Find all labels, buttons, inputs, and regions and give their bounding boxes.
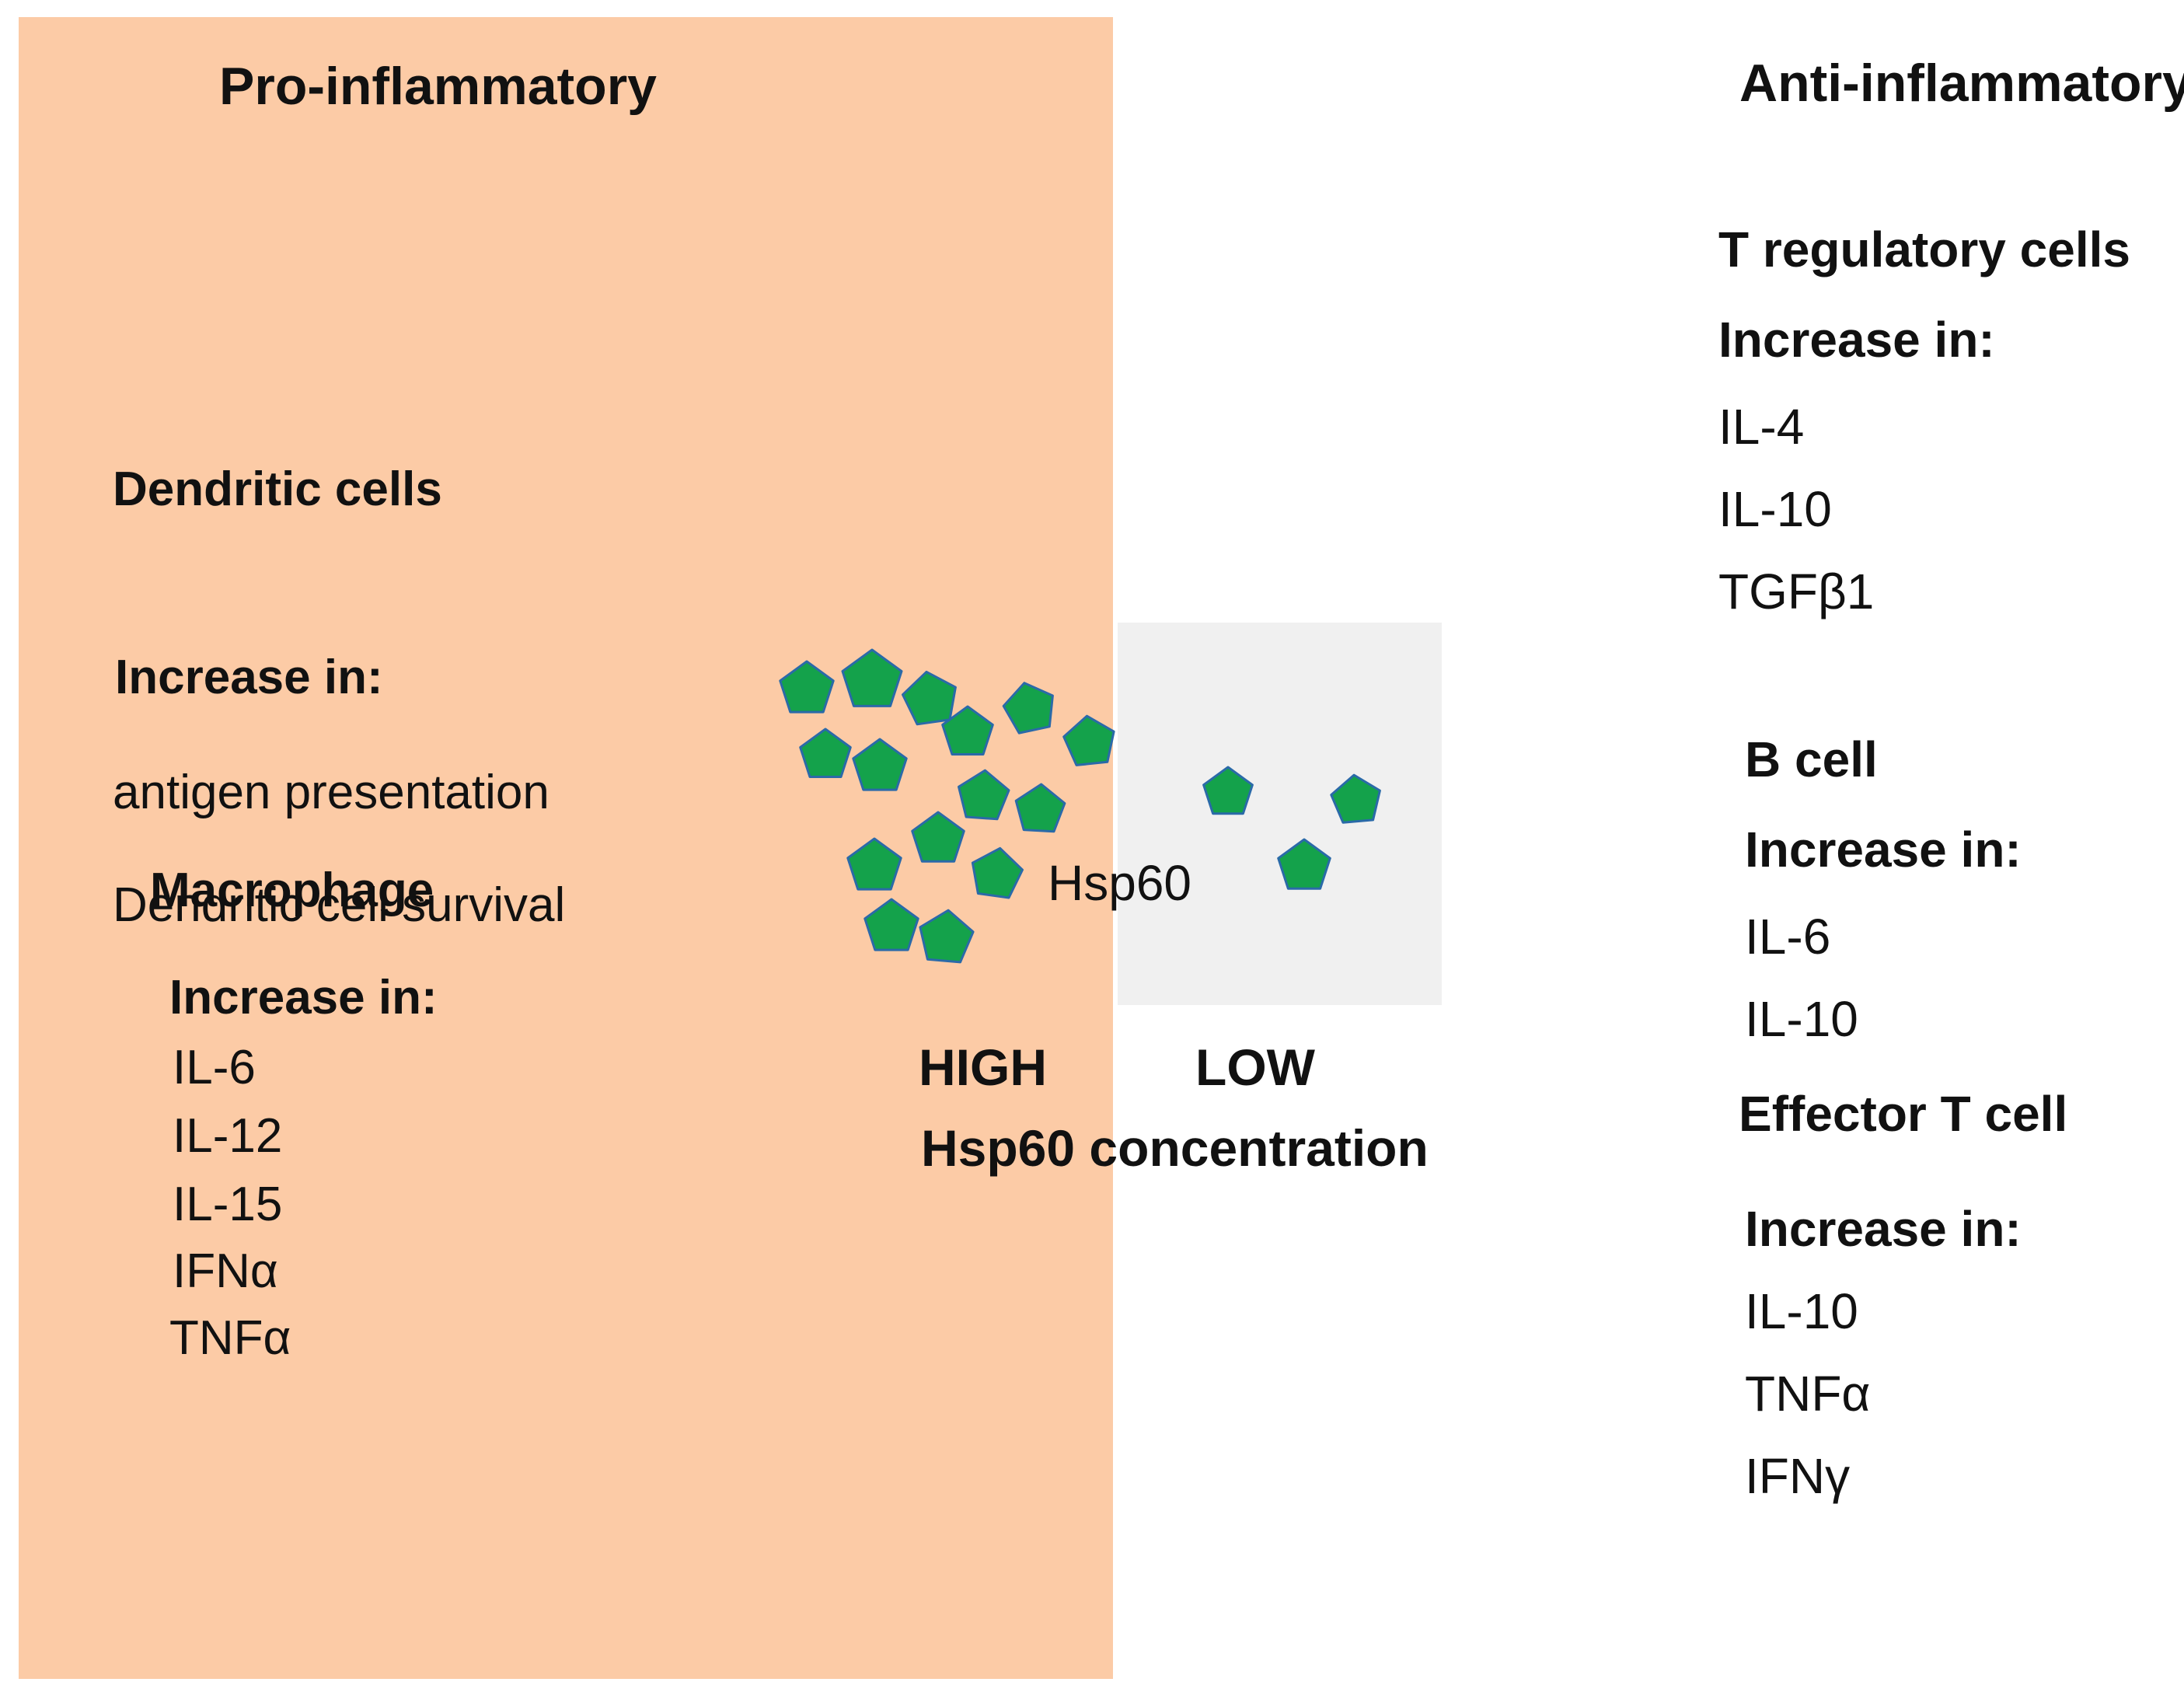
b-cell-item: IL-6 xyxy=(1745,909,1831,965)
macrophage-item: IL-6 xyxy=(173,1041,256,1094)
t-regulatory-item: IL-10 xyxy=(1718,481,1832,537)
effector-t-increase-label: Increase in: xyxy=(1745,1201,2022,1257)
hsp60-molecule-icon xyxy=(902,670,957,726)
hsp60-molecule-icon xyxy=(919,909,975,964)
hsp60-molecule-icon xyxy=(1062,714,1115,766)
hsp60-molecule-icon xyxy=(852,738,908,791)
dendritic-item: antigen presentation xyxy=(113,766,549,819)
hsp60-molecule-icon xyxy=(841,648,903,707)
b-cell-heading: B cell xyxy=(1745,731,1878,787)
low-concentration-label: LOW xyxy=(1195,1038,1315,1096)
hsp60-molecule-icon xyxy=(971,846,1024,899)
effector-t-heading: Effector T cell xyxy=(1739,1086,2068,1142)
high-concentration-label: HIGH xyxy=(919,1038,1047,1096)
dendritic-cells-heading: Dendritic cells xyxy=(113,462,442,516)
macrophage-item: TNFα xyxy=(169,1311,291,1365)
t-regulatory-item: IL-4 xyxy=(1718,399,1805,455)
hsp60-concentration-label: Hsp60 concentration xyxy=(921,1119,1429,1177)
dendritic-increase-label: Increase in: xyxy=(115,651,383,704)
b-cell-increase-label: Increase in: xyxy=(1745,822,2022,878)
hsp60-molecule-icon xyxy=(1330,773,1381,824)
hsp60-molecule-icon xyxy=(1014,783,1066,833)
macrophage-heading: Macrophage xyxy=(150,864,434,917)
effector-t-item: IL-10 xyxy=(1745,1283,1858,1339)
anti-inflammatory-title: Anti-inflammatory xyxy=(1739,54,2184,113)
macrophage-item: IFNα xyxy=(173,1244,278,1298)
hsp60-molecule-icon xyxy=(863,898,919,951)
hsp60-molecule-icon xyxy=(799,728,852,778)
hsp60-molecule-icon xyxy=(941,705,994,756)
macrophage-item: IL-15 xyxy=(173,1178,283,1231)
hsp60-molecule-icon xyxy=(846,837,902,891)
low-hsp60-box xyxy=(1118,623,1442,1005)
dendritic-item: Dendritic cell survival xyxy=(113,878,566,932)
effector-t-item: IFNγ xyxy=(1745,1448,1851,1504)
t-regulatory-heading: T regulatory cells xyxy=(1718,222,2130,277)
macrophage-increase-label: Increase in: xyxy=(169,971,438,1024)
t-regulatory-item: TGFβ1 xyxy=(1718,564,1875,619)
hsp60-molecule-icon xyxy=(1002,682,1054,735)
hsp60-low-cluster xyxy=(1202,766,1381,890)
effector-t-item: TNFα xyxy=(1745,1366,1871,1422)
hsp60-molecule-icon xyxy=(1277,838,1331,890)
b-cell-item: IL-10 xyxy=(1745,991,1858,1047)
t-regulatory-increase-label: Increase in: xyxy=(1718,312,1995,368)
pro-inflammatory-title: Pro-inflammatory xyxy=(219,57,657,116)
hsp60-molecule-icon xyxy=(958,769,1010,821)
hsp60-molecule-icon xyxy=(911,811,965,863)
hsp60-molecule-label: Hsp60 xyxy=(1048,855,1191,911)
hsp60-molecule-icon xyxy=(779,660,835,714)
macrophage-item: IL-12 xyxy=(173,1109,283,1163)
hsp60-high-cluster xyxy=(779,648,1115,964)
hsp60-molecule-icon xyxy=(1202,766,1254,815)
